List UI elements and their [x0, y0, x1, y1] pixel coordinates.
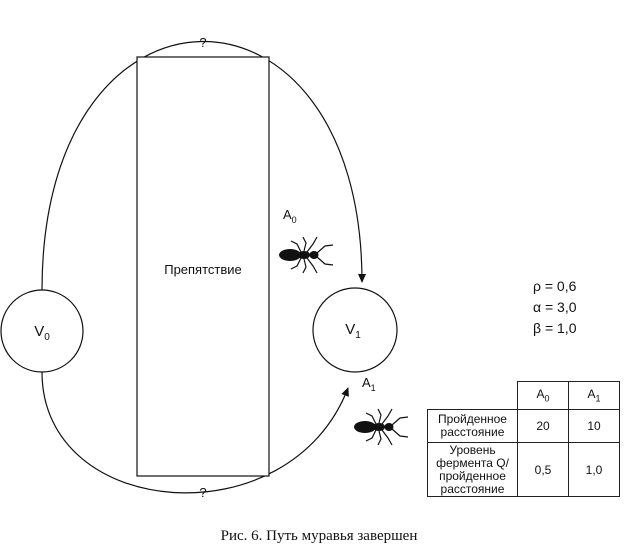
node-v0 — [0, 289, 84, 373]
node-v1 — [312, 287, 398, 373]
bottom-path-edge — [41, 371, 349, 494]
cell-distance-a1: 10 — [568, 409, 620, 443]
param-beta: β = 1,0 — [533, 320, 577, 336]
obstacle-label: Препятствие — [164, 262, 242, 277]
ant-data-table: A0 A1 Пройденное расстояние 20 10 Уровен… — [427, 381, 620, 497]
column-header-a1: A1 — [568, 381, 620, 410]
table-row: Уровень фермента Q/пройденное расстояние… — [427, 442, 620, 497]
figure-caption: Рис. 6. Путь муравья завершен — [220, 528, 418, 544]
cell-pheromone-a1: 1,0 — [568, 442, 620, 497]
column-header-a0: A0 — [517, 381, 569, 410]
ant-a0-label: A0 — [283, 207, 297, 225]
param-alpha: α = 3,0 — [533, 299, 577, 315]
cell-distance-a0: 20 — [517, 409, 569, 443]
bottom-path-label: ? — [199, 485, 206, 500]
cell-pheromone-a0: 0,5 — [517, 442, 569, 497]
top-path-label: ? — [199, 35, 206, 50]
table-header-row: A0 A1 — [427, 381, 620, 410]
row-label-distance: Пройденное расстояние — [427, 409, 518, 443]
ant-a0-icon — [278, 236, 334, 274]
parameters-list: ρ = 0,6 α = 3,0 β = 1,0 — [533, 276, 577, 339]
param-rho: ρ = 0,6 — [533, 278, 577, 294]
ant-a1-icon — [353, 408, 409, 446]
obstacle — [136, 56, 270, 477]
node-v1-label: V1 — [345, 321, 361, 341]
ant-a1-label: A1 — [362, 375, 376, 393]
row-label-pheromone: Уровень фермента Q/пройденное расстояние — [427, 442, 518, 497]
table-row: Пройденное расстояние 20 10 — [427, 409, 620, 443]
top-path-edge — [41, 40, 366, 291]
node-v0-label: V0 — [34, 323, 50, 343]
